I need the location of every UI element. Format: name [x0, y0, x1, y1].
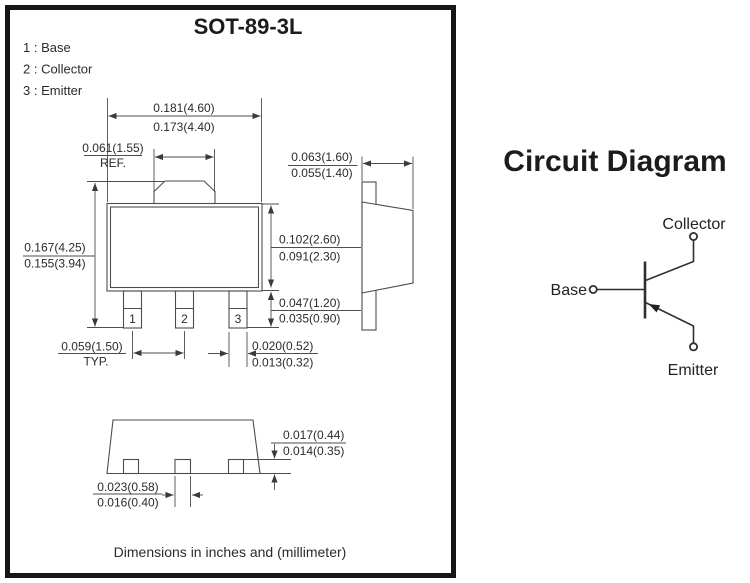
- emitter-terminal-circle: [689, 342, 699, 352]
- package-title: SOT-89-3L: [194, 14, 303, 39]
- package-bottom-view: 0.017(0.44) 0.014(0.35) 0.023(0.58) 0.01…: [93, 419, 346, 510]
- bottom-lead-1: [122, 458, 140, 475]
- dim-lead-pitch: 0.059(1.50) TYP.: [58, 331, 185, 369]
- base-label: Base: [551, 282, 588, 299]
- circuit-diagram: Circuit Diagram Collector Base Emitter: [503, 145, 726, 379]
- dim-tab-width: 0.061(1.55) REF.: [82, 141, 215, 192]
- pin-legend-base: 1 : Base: [23, 40, 71, 55]
- lead-2-number: 2: [181, 312, 188, 326]
- drawing-frame: [5, 5, 456, 578]
- dim-thickness-min: 0.055(1.40): [291, 166, 352, 180]
- dim-tab-width-note: REF.: [100, 156, 126, 170]
- mounting-tab-outline: [153, 180, 216, 204]
- lead-3: [228, 290, 248, 329]
- dim-body-width: 0.181(4.60) 0.173(4.40): [107, 98, 262, 202]
- dim-body-height-min: 0.091(2.30): [279, 250, 340, 264]
- bottom-lead-3: [227, 458, 245, 475]
- body-outline-outer: [106, 202, 263, 292]
- pin-legend-emitter: 3 : Emitter: [23, 83, 83, 98]
- dim-tab-width-value: 0.061(1.55): [82, 141, 143, 155]
- dim-overall-height-min: 0.155(3.94): [24, 257, 85, 271]
- side-body-outline: [361, 201, 414, 294]
- package-front-view: 1 2 3: [106, 180, 263, 329]
- bottom-lead-2: [174, 458, 192, 475]
- bottom-body-outline: [106, 419, 261, 475]
- dim-overall-height-max: 0.167(4.25): [24, 241, 85, 255]
- dim-body-width-min: 0.173(4.40): [153, 120, 214, 134]
- emitter-arrow-icon: [648, 304, 661, 313]
- dim-lead-thickness-min: 0.014(0.35): [283, 444, 344, 458]
- dim-body-height: 0.102(2.60) 0.091(2.30) 0.047(1.20) 0.03…: [247, 203, 361, 328]
- lead-2: [174, 290, 195, 329]
- dim-lead-pitch-value: 0.059(1.50): [61, 340, 122, 354]
- dim-lead-tip-width-min: 0.016(0.40): [97, 496, 158, 510]
- dim-lead-width-max: 0.020(0.52): [252, 339, 313, 353]
- dim-lead-width: 0.020(0.52) 0.013(0.32): [208, 332, 318, 370]
- dim-lead-thickness-max: 0.017(0.44): [283, 428, 344, 442]
- dim-lead-length-min: 0.035(0.90): [279, 312, 340, 326]
- package-side-view: 0.063(1.60) 0.055(1.40): [288, 150, 414, 331]
- lead-3-number: 3: [235, 312, 242, 326]
- dim-lead-width-min: 0.013(0.32): [252, 356, 313, 370]
- footer-note: Dimensions in inches and (millimeter): [114, 544, 347, 560]
- circuit-diagram-title: Circuit Diagram: [503, 145, 726, 178]
- collector-label: Collector: [662, 216, 726, 233]
- emitter-label: Emitter: [668, 362, 719, 379]
- dim-thickness-max: 0.063(1.60): [291, 150, 352, 164]
- body-outline-inner: [109, 206, 260, 289]
- lead-1: [122, 290, 143, 329]
- base-terminal-circle: [588, 284, 598, 294]
- dim-lead-pitch-note: TYP.: [83, 355, 108, 369]
- dim-body-width-max: 0.181(4.60): [153, 101, 214, 115]
- emitter-lead-line: [645, 301, 695, 343]
- collector-lead-line: [645, 240, 695, 282]
- lead-1-number: 1: [129, 312, 136, 326]
- dim-body-height-max: 0.102(2.60): [279, 233, 340, 247]
- dim-lead-tip-width-max: 0.023(0.58): [97, 480, 158, 494]
- dim-lead-length-max: 0.047(1.20): [279, 296, 340, 310]
- pin-legend-collector: 2 : Collector: [23, 62, 93, 77]
- dim-overall-height: 0.167(4.25) 0.155(3.94): [23, 181, 164, 328]
- collector-terminal-circle: [689, 231, 699, 241]
